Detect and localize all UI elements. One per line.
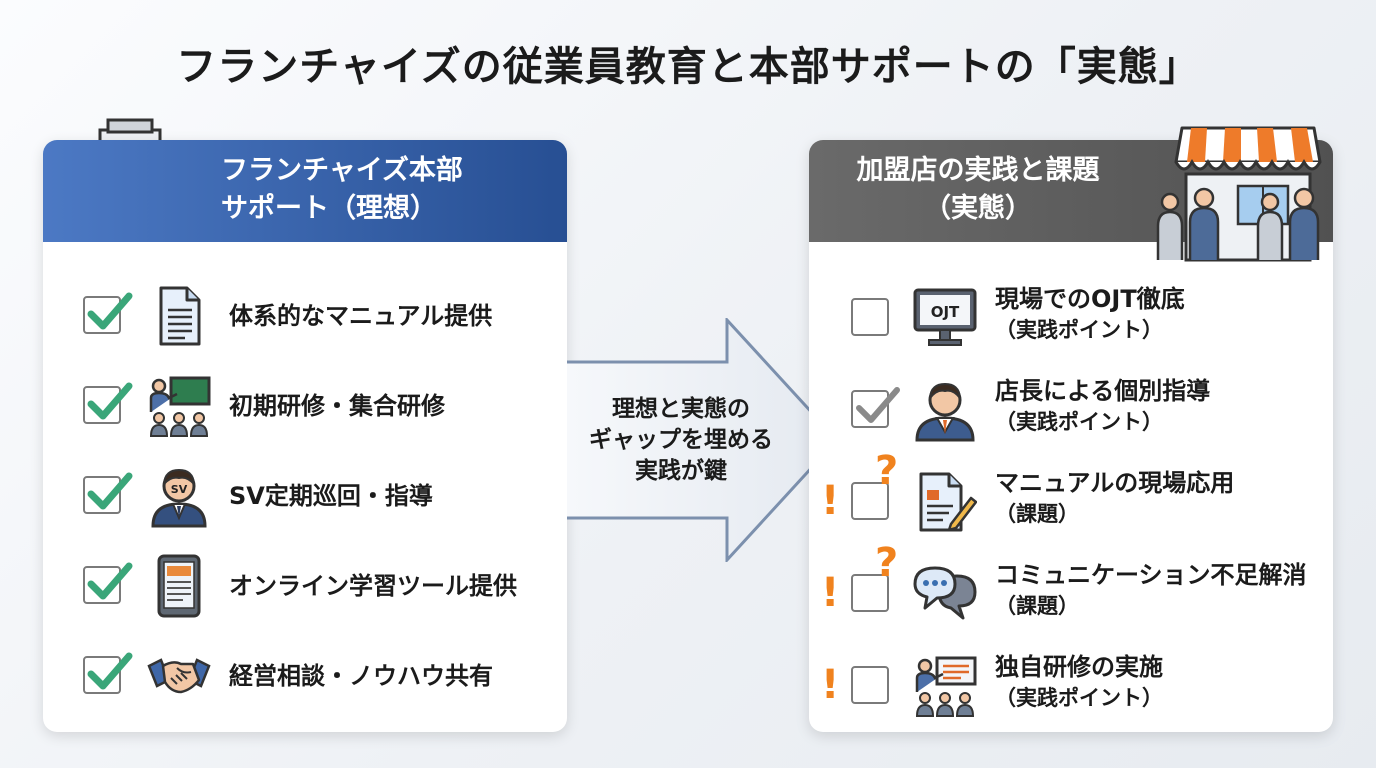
warning-icon: ! bbox=[821, 570, 840, 616]
item-sublabel: （課題） bbox=[995, 502, 1079, 526]
item-label: 経営相談・ノウハウ共有 bbox=[229, 662, 493, 690]
checkbox[interactable] bbox=[83, 382, 133, 424]
hq-support-title-line1: フランチャイズ本部 bbox=[221, 155, 463, 186]
store-item-own-training: ! 独自研修の実施 （実践ポイント） bbox=[809, 648, 1333, 728]
checkbox[interactable] bbox=[83, 652, 133, 694]
item-sublabel: （実践ポイント） bbox=[995, 410, 1163, 434]
document-icon bbox=[159, 286, 201, 346]
warning-icon: ! bbox=[821, 662, 840, 708]
chat-bubbles-icon bbox=[913, 566, 977, 620]
checkbox[interactable] bbox=[83, 472, 133, 514]
manager-icon bbox=[915, 382, 975, 442]
item-sublabel: （課題） bbox=[995, 594, 1079, 618]
store-item-manager-guidance: 店長による個別指導 （実践ポイント） bbox=[809, 372, 1333, 452]
checkbox[interactable] bbox=[851, 574, 889, 612]
handshake-icon bbox=[147, 658, 211, 694]
tablet-icon bbox=[157, 554, 201, 618]
checkbox[interactable] bbox=[851, 666, 889, 704]
franchisee-title-line2: （実態） bbox=[924, 193, 1032, 224]
item-label: コミュニケーション不足解消 bbox=[995, 561, 1307, 589]
page-title: フランチャイズの従業員教育と本部サポートの「実態」 bbox=[176, 44, 1200, 90]
supervisor-icon-text: SV bbox=[171, 483, 188, 496]
training-session-icon bbox=[915, 656, 977, 717]
warning-icon: ! bbox=[821, 478, 840, 524]
item-label: 初期研修・集合研修 bbox=[229, 392, 445, 420]
question-icon: ? bbox=[875, 448, 899, 494]
item-label: オンライン学習ツール提供 bbox=[229, 572, 517, 600]
ojt-icon-text: OJT bbox=[931, 303, 960, 321]
hq-support-title-line2: サポート（理想） bbox=[221, 193, 437, 224]
hq-item-online-tool: オンライン学習ツール提供 bbox=[43, 546, 567, 626]
checkbox[interactable] bbox=[851, 298, 889, 336]
document-edit-icon bbox=[919, 472, 977, 532]
gap-arrow-line2: ギャップを埋める bbox=[589, 427, 773, 453]
check-icon bbox=[856, 387, 900, 423]
item-label: 独自研修の実施 bbox=[995, 653, 1163, 681]
franchisee-title-line1: 加盟店の実践と課題 bbox=[856, 155, 1100, 186]
checkbox[interactable] bbox=[83, 292, 133, 334]
item-label: 体系的なマニュアル提供 bbox=[229, 302, 493, 330]
item-sublabel: （実践ポイント） bbox=[995, 686, 1163, 710]
item-label: 現場でのOJT徹底 bbox=[995, 285, 1185, 313]
hq-support-panel: フランチャイズ本部 サポート（理想） 体系的なマニュアル提供 bbox=[43, 140, 567, 732]
hq-item-consulting: 経営相談・ノウハウ共有 bbox=[43, 636, 567, 716]
item-label: 店長による個別指導 bbox=[995, 377, 1211, 405]
check-icon bbox=[87, 292, 133, 330]
gap-arrow-line3: 実践が鍵 bbox=[635, 458, 727, 484]
supervisor-icon: SV bbox=[151, 468, 207, 528]
gap-arrow-line1: 理想と実態の bbox=[612, 396, 750, 422]
hq-item-sv-visit: SV SV定期巡回・指導 bbox=[43, 456, 567, 536]
checkbox[interactable] bbox=[83, 562, 133, 604]
hq-item-manual: 体系的なマニュアル提供 bbox=[43, 276, 567, 356]
gap-arrow-text: 理想と実態の ギャップを埋める 実践が鍵 bbox=[573, 394, 789, 487]
check-icon bbox=[87, 652, 133, 690]
item-label: SV定期巡回・指導 bbox=[229, 482, 433, 510]
store-item-manual-application: ! ? マニュアルの現場応用 （課題） bbox=[809, 448, 1333, 544]
ojt-monitor-icon: OJT bbox=[913, 288, 977, 346]
item-label: マニュアルの現場応用 bbox=[995, 469, 1235, 497]
checkbox[interactable] bbox=[851, 482, 889, 520]
checkbox[interactable] bbox=[851, 387, 900, 428]
item-sublabel: （実践ポイント） bbox=[995, 318, 1163, 342]
storefront-people-icon bbox=[1156, 126, 1322, 262]
question-icon: ? bbox=[875, 540, 899, 586]
check-icon bbox=[87, 382, 133, 420]
store-item-ojt: OJT 現場でのOJT徹底 （実践ポイント） bbox=[809, 280, 1333, 360]
hq-support-header: フランチャイズ本部 サポート（理想） bbox=[43, 140, 567, 242]
store-item-communication: ! ? コミュニケーション不足解消 （課題） bbox=[809, 540, 1333, 636]
training-session-icon bbox=[149, 376, 211, 437]
check-icon bbox=[87, 472, 133, 510]
check-icon bbox=[87, 562, 133, 600]
hq-item-initial-training: 初期研修・集合研修 bbox=[43, 366, 567, 446]
